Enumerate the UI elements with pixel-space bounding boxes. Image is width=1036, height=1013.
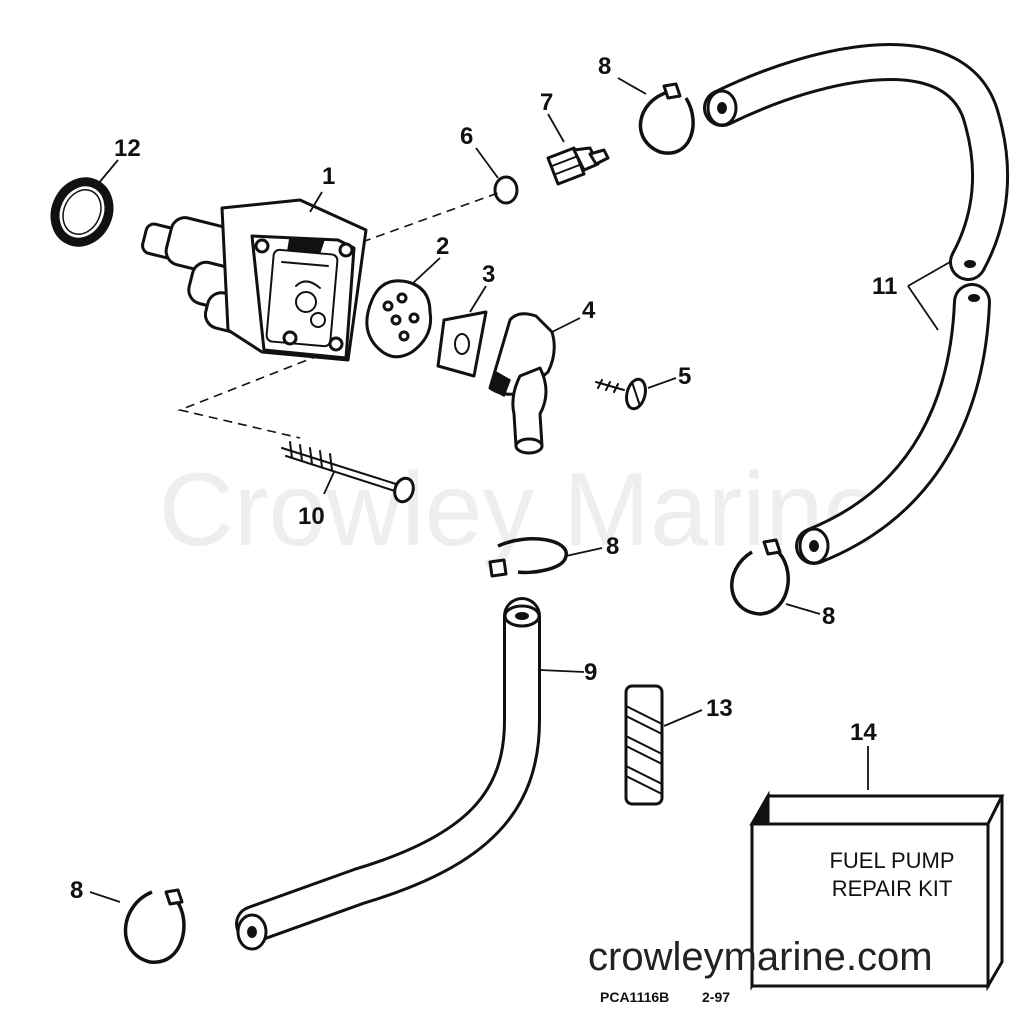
- part-6-small-o-ring: [493, 175, 519, 205]
- part-8-clip-bottom-left: [123, 888, 186, 964]
- callout-7: 7: [540, 89, 553, 116]
- callout-14: 14: [850, 719, 877, 746]
- part-3-gasket: [436, 310, 488, 378]
- part-5-screw: [595, 377, 647, 411]
- part-code-text: PCA1116B: [600, 989, 669, 1005]
- part-2-diaphragm: [365, 279, 433, 359]
- callout-8-bottom-left: 8: [70, 877, 83, 904]
- callout-12: 12: [114, 135, 141, 162]
- callout-4: 4: [582, 297, 596, 324]
- part-10-bolt: [281, 441, 415, 504]
- callout-11: 11: [872, 273, 897, 300]
- part-7-fitting: [546, 146, 610, 186]
- callout-8-right: 8: [822, 603, 835, 630]
- part-9-hose: [235, 597, 541, 951]
- kit-label-line2: REPAIR KIT: [832, 876, 953, 901]
- part-12-o-ring: [50, 177, 114, 247]
- part-8-clip-right: [730, 538, 790, 616]
- callout-9: 9: [584, 659, 597, 686]
- callout-3: 3: [482, 261, 495, 288]
- part-11-hose: [703, 43, 1010, 565]
- date-code-text: 2-97: [702, 989, 730, 1005]
- watermark-text: Crowley Marine: [159, 452, 881, 568]
- callout-2: 2: [436, 233, 449, 260]
- callout-10: 10: [298, 503, 325, 530]
- kit-label-line1: FUEL PUMP: [829, 848, 954, 873]
- part-4-cover-elbow: [488, 312, 556, 455]
- alignment-lines: [177, 192, 499, 439]
- callout-6: 6: [460, 123, 473, 150]
- website-text: crowleymarine.com: [588, 935, 933, 979]
- part-14-repair-kit-box: FUEL PUMP REPAIR KIT: [749, 790, 1005, 992]
- callout-1: 1: [322, 163, 335, 190]
- part-8-clip-top: [638, 82, 695, 155]
- leader-lines: [89, 77, 951, 903]
- part-1-fuel-pump-body: [141, 198, 368, 362]
- callout-8-top: 8: [598, 53, 611, 80]
- callout-5: 5: [678, 363, 691, 390]
- callout-13: 13: [706, 695, 733, 722]
- callout-numbers: 12 1 2 3 4 5 6 7 8 8 8 8 9 10 11 13 14: [70, 53, 897, 904]
- callout-8-middle: 8: [606, 533, 619, 560]
- part-13-spiral-wrap: [624, 684, 664, 806]
